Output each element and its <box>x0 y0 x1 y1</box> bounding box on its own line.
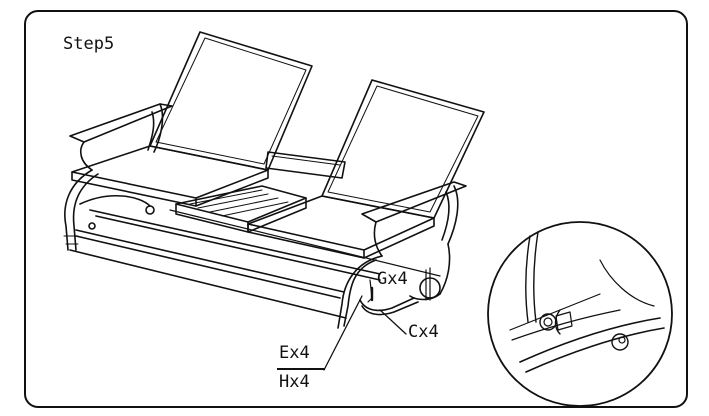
right-armrest <box>361 181 467 257</box>
right-seat <box>247 195 435 259</box>
right-glider-frame <box>337 243 451 329</box>
callout-leaders <box>323 295 407 371</box>
callout-part-e: Ex4 <box>279 343 310 363</box>
callout-part-h: Hx4 <box>279 372 310 392</box>
leader-c <box>379 309 407 335</box>
diagram-frame <box>24 10 688 408</box>
callout-part-c: Cx4 <box>408 322 439 342</box>
left-backrest <box>149 31 313 171</box>
base-rails <box>69 209 441 319</box>
detail-zoom-view <box>487 221 673 407</box>
left-glider-frame <box>63 169 155 251</box>
left-armrest <box>69 103 173 171</box>
right-backrest <box>321 79 485 219</box>
leader-e-h <box>323 295 363 371</box>
step-title: Step5 <box>63 34 115 54</box>
left-seat <box>71 145 269 207</box>
callout-part-g: Gx4 <box>377 269 408 289</box>
callout-divider <box>277 368 325 370</box>
center-back-panel <box>265 151 346 179</box>
